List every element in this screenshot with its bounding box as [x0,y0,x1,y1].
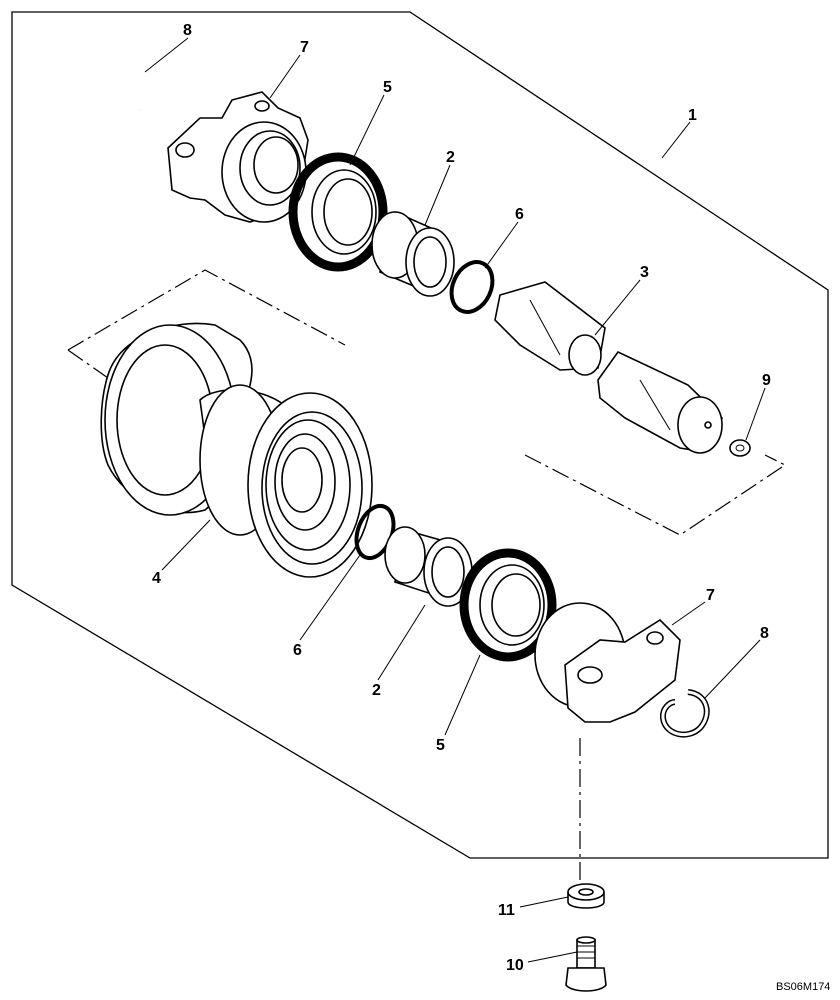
callout-8-bottom: 8 [760,625,769,642]
shaft [494,281,723,454]
leader-lines [144,37,766,963]
callout-2-top: 2 [446,149,455,166]
callout-7-top: 7 [300,39,309,56]
o-ring-top [449,260,495,314]
callout-9: 9 [762,372,771,389]
roller [100,322,373,578]
callout-11: 11 [498,902,515,919]
callout-10: 10 [506,957,524,974]
bracket-top [167,91,309,223]
callout-8-top: 8 [183,22,192,39]
callout-5-bottom: 5 [436,737,445,754]
callout-3: 3 [640,264,649,281]
callout-1: 1 [688,107,697,124]
snap-ring-top [112,69,149,116]
snap-ring-bottom [659,689,710,738]
callout-4: 4 [152,570,161,587]
seal-top [288,152,388,272]
plug [729,439,751,457]
callout-7-bottom: 7 [706,587,715,604]
assembly-boundary [11,11,829,859]
callout-2-bottom: 2 [372,682,381,699]
callout-6-bottom: 6 [293,642,302,659]
bushing-top [371,210,455,297]
drawing-code: BS06M174 [776,981,830,993]
callout-5-top: 5 [383,79,392,96]
callout-6-top: 6 [515,206,524,223]
alignment-lines [67,269,787,885]
seal-bottom [459,548,557,662]
bushing-bottom [384,526,473,607]
bolt [565,936,607,992]
washer [567,883,605,909]
bracket-bottom [534,602,681,723]
